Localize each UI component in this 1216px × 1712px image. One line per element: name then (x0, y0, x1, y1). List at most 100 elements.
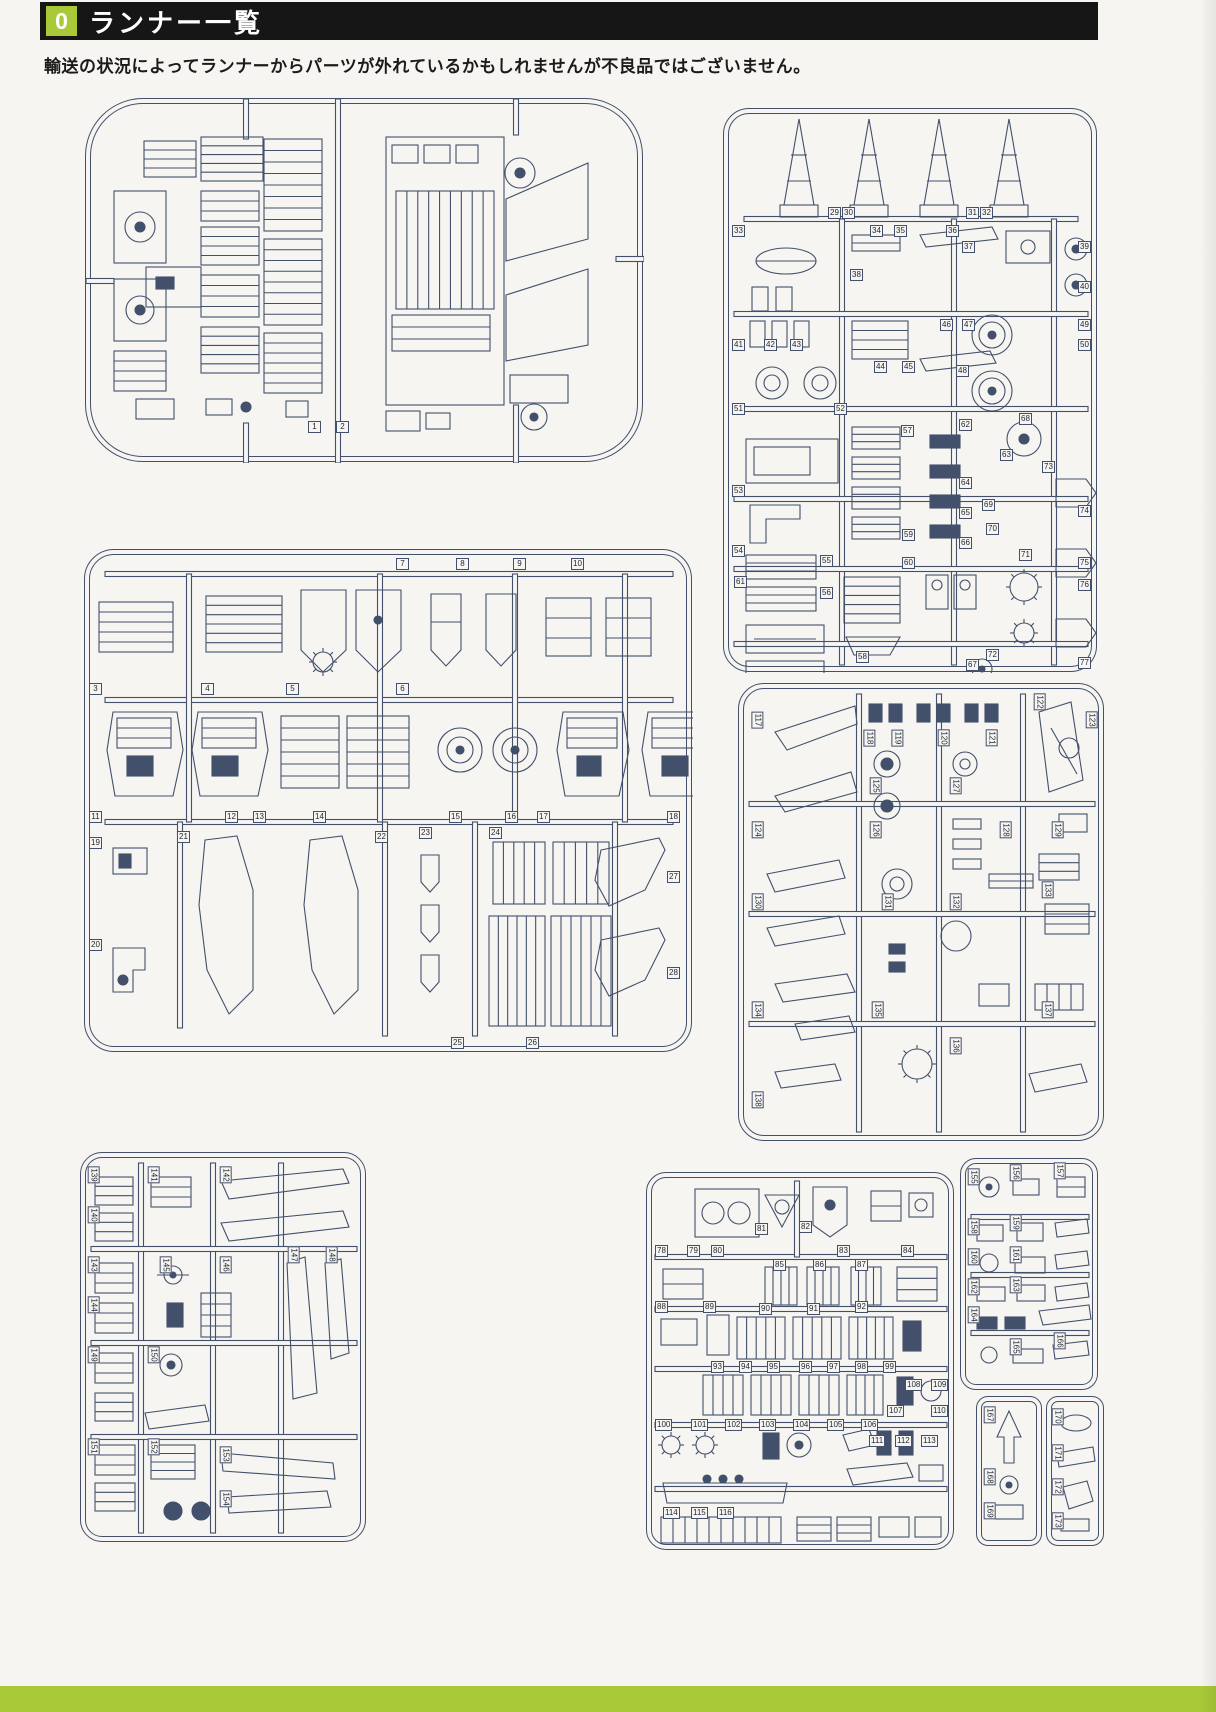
part-number: 131 (881, 893, 894, 911)
part-number: 103 (759, 1419, 777, 1431)
part-number: 63 (1000, 449, 1013, 461)
part-number: 82 (799, 1221, 812, 1233)
part-number: 8 (456, 558, 469, 570)
part-number: 21 (177, 831, 190, 843)
part-number: 122 (1033, 693, 1046, 711)
part-number: 124 (751, 821, 764, 839)
part-number: 14 (313, 811, 326, 823)
part-number: 148 (325, 1246, 338, 1264)
part-number: 7 (396, 558, 409, 570)
part-number: 158 (967, 1218, 980, 1236)
part-number: 52 (834, 403, 847, 415)
part-number: 89 (703, 1301, 716, 1313)
part-number: 61 (734, 576, 747, 588)
part-number: 22 (375, 831, 388, 843)
part-number: 98 (855, 1361, 868, 1373)
part-number: 95 (767, 1361, 780, 1373)
part-number: 19 (89, 837, 102, 849)
part-number: 50 (1078, 339, 1091, 351)
part-number: 2 (336, 421, 349, 433)
part-number: 162 (967, 1278, 980, 1296)
part-number: 13 (253, 811, 266, 823)
part-number: 168 (983, 1468, 996, 1486)
part-number: 41 (732, 339, 745, 351)
part-number: 62 (959, 419, 972, 431)
runner-diagram (970, 1176, 1092, 1364)
shipping-notice: 輸送の状況によってランナーからパーツが外れているかもしれませんが不良品ではござい… (44, 57, 811, 76)
part-number: 59 (902, 529, 915, 541)
part-number: 135 (871, 1001, 884, 1019)
part-number: 42 (764, 339, 777, 351)
part-number: 102 (725, 1419, 743, 1431)
part-number: 150 (147, 1346, 160, 1364)
part-number: 29 (828, 207, 841, 219)
part-number: 164 (967, 1306, 980, 1324)
part-number: 85 (773, 1259, 786, 1271)
part-number: 47 (962, 319, 975, 331)
part-number: 136 (949, 1037, 962, 1055)
part-number: 169 (983, 1502, 996, 1520)
part-number: 84 (901, 1245, 914, 1257)
footer-bar (0, 1686, 1216, 1712)
part-number: 11 (89, 811, 102, 823)
part-number: 159 (1009, 1214, 1022, 1232)
part-number: 165 (1009, 1338, 1022, 1356)
part-number: 141 (147, 1166, 160, 1184)
part-number: 93 (711, 1361, 724, 1373)
part-number: 15 (449, 811, 462, 823)
page-title: ランナー一覧 (89, 7, 264, 38)
part-number: 126 (869, 821, 882, 839)
part-number: 80 (711, 1245, 724, 1257)
part-number: 134 (751, 1001, 764, 1019)
part-number: 77 (1078, 657, 1091, 669)
part-number: 79 (687, 1245, 700, 1257)
part-number: 49 (1078, 319, 1091, 331)
part-number: 12 (225, 811, 238, 823)
part-number: 115 (691, 1507, 708, 1519)
part-number: 101 (691, 1419, 709, 1431)
runner-diagram (733, 118, 1097, 673)
part-number: 65 (959, 507, 972, 519)
part-number: 57 (901, 425, 914, 437)
part-number: 23 (419, 827, 432, 839)
runner-diagram (86, 99, 644, 463)
part-number: 111 (869, 1435, 886, 1447)
part-number: 170 (1051, 1408, 1064, 1426)
part-number: 87 (855, 1259, 868, 1271)
part-number: 88 (655, 1301, 668, 1313)
part-number: 16 (505, 811, 518, 823)
part-number: 58 (856, 651, 869, 663)
runner-diagram (748, 693, 1096, 1133)
part-number: 112 (895, 1435, 912, 1447)
part-number: 118 (863, 729, 876, 747)
part-number: 76 (1078, 579, 1091, 591)
part-number: 173 (1051, 1512, 1064, 1530)
part-number: 81 (755, 1223, 768, 1235)
part-number: 144 (87, 1296, 100, 1314)
part-number: 6 (396, 683, 409, 695)
part-number: 74 (1078, 505, 1091, 517)
part-number: 145 (159, 1256, 172, 1274)
part-number: 72 (986, 649, 999, 661)
part-number: 75 (1078, 557, 1091, 569)
part-number: 60 (902, 557, 915, 569)
part-number: 1 (308, 421, 321, 433)
part-number: 10 (571, 558, 584, 570)
part-number: 151 (87, 1438, 100, 1456)
part-number: 100 (655, 1419, 673, 1431)
part-number: 45 (902, 361, 915, 373)
part-number: 56 (820, 587, 833, 599)
part-number: 132 (949, 893, 962, 911)
part-number: 108 (905, 1379, 923, 1391)
part-number: 119 (891, 729, 904, 747)
part-number: 44 (874, 361, 887, 373)
part-number: 64 (959, 477, 972, 489)
part-number: 157 (1053, 1162, 1066, 1180)
